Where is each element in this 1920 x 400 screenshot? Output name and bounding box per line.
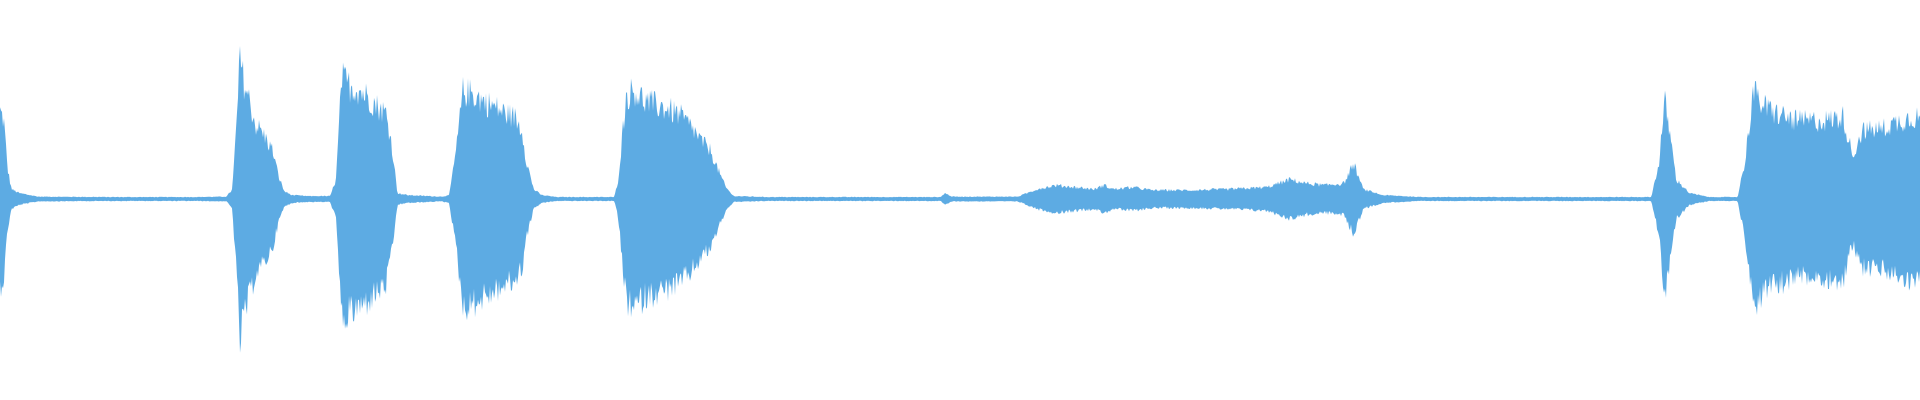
waveform-envelope xyxy=(0,46,1920,353)
